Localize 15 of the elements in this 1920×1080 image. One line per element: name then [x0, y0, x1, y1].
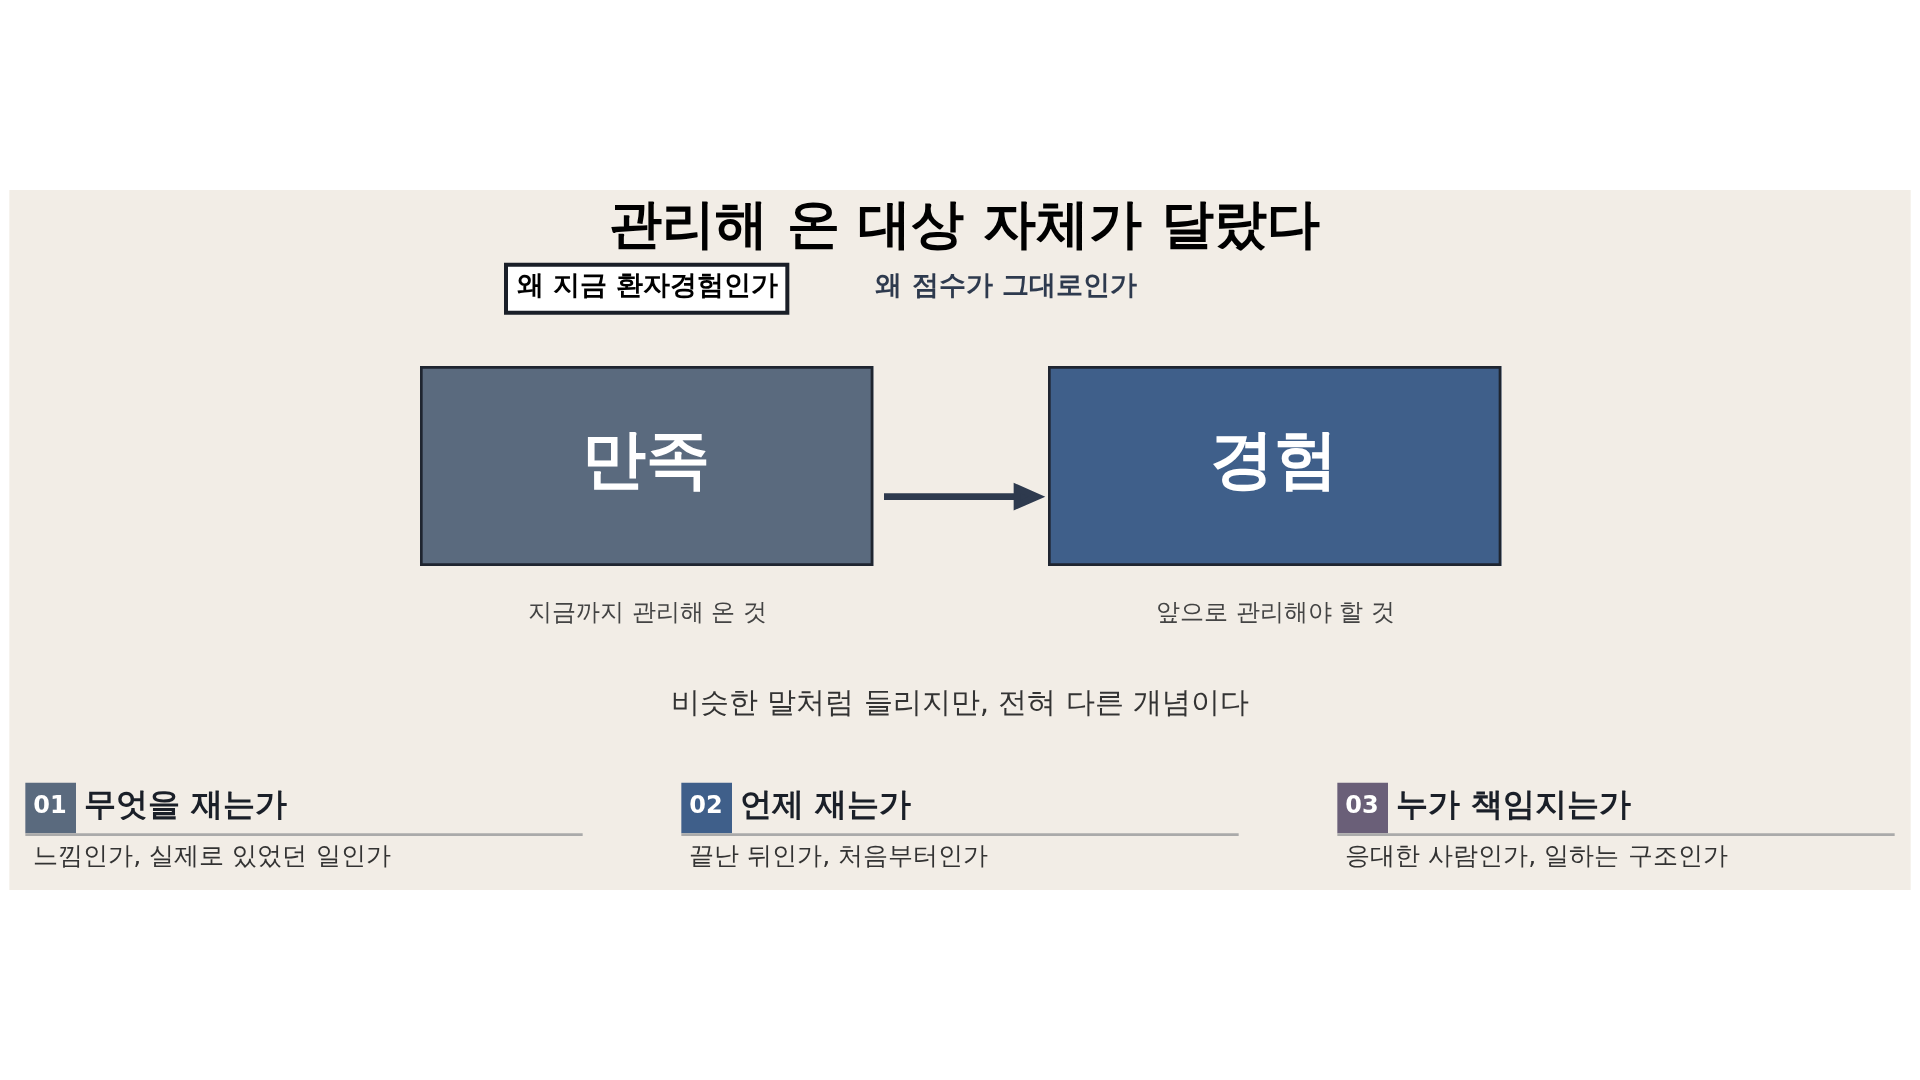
label: 왜 점수가 그대로인가 — [875, 269, 1137, 300]
node-label: 지금까지 관리해 온 것 — [528, 597, 767, 626]
label: 무엇을 재는가 — [84, 784, 288, 823]
label: 누가 책임지는가 — [1396, 784, 1632, 823]
label: 왜 지금 환자경험인가 — [516, 269, 779, 300]
label: 언제 재는가 — [740, 784, 912, 823]
node-label: 앞으로 관리해야 할 것 — [1156, 597, 1395, 626]
label: 응대한 사람인가, 일하는 구조인가 — [1345, 840, 1728, 871]
label: 느낌인가, 실제로 있었던 일인가 — [33, 840, 391, 871]
label: 03 — [1345, 790, 1379, 819]
label: 끝난 뒤인가, 처음부터인가 — [689, 840, 989, 871]
diagram-title: 관리해 온 대상 자체가 달랐다 — [609, 192, 1320, 255]
label: 01 — [33, 790, 67, 819]
label: 02 — [689, 790, 723, 819]
label: 비슷한 말처럼 들리지만, 전혀 다른 개념이다 — [671, 685, 1249, 720]
